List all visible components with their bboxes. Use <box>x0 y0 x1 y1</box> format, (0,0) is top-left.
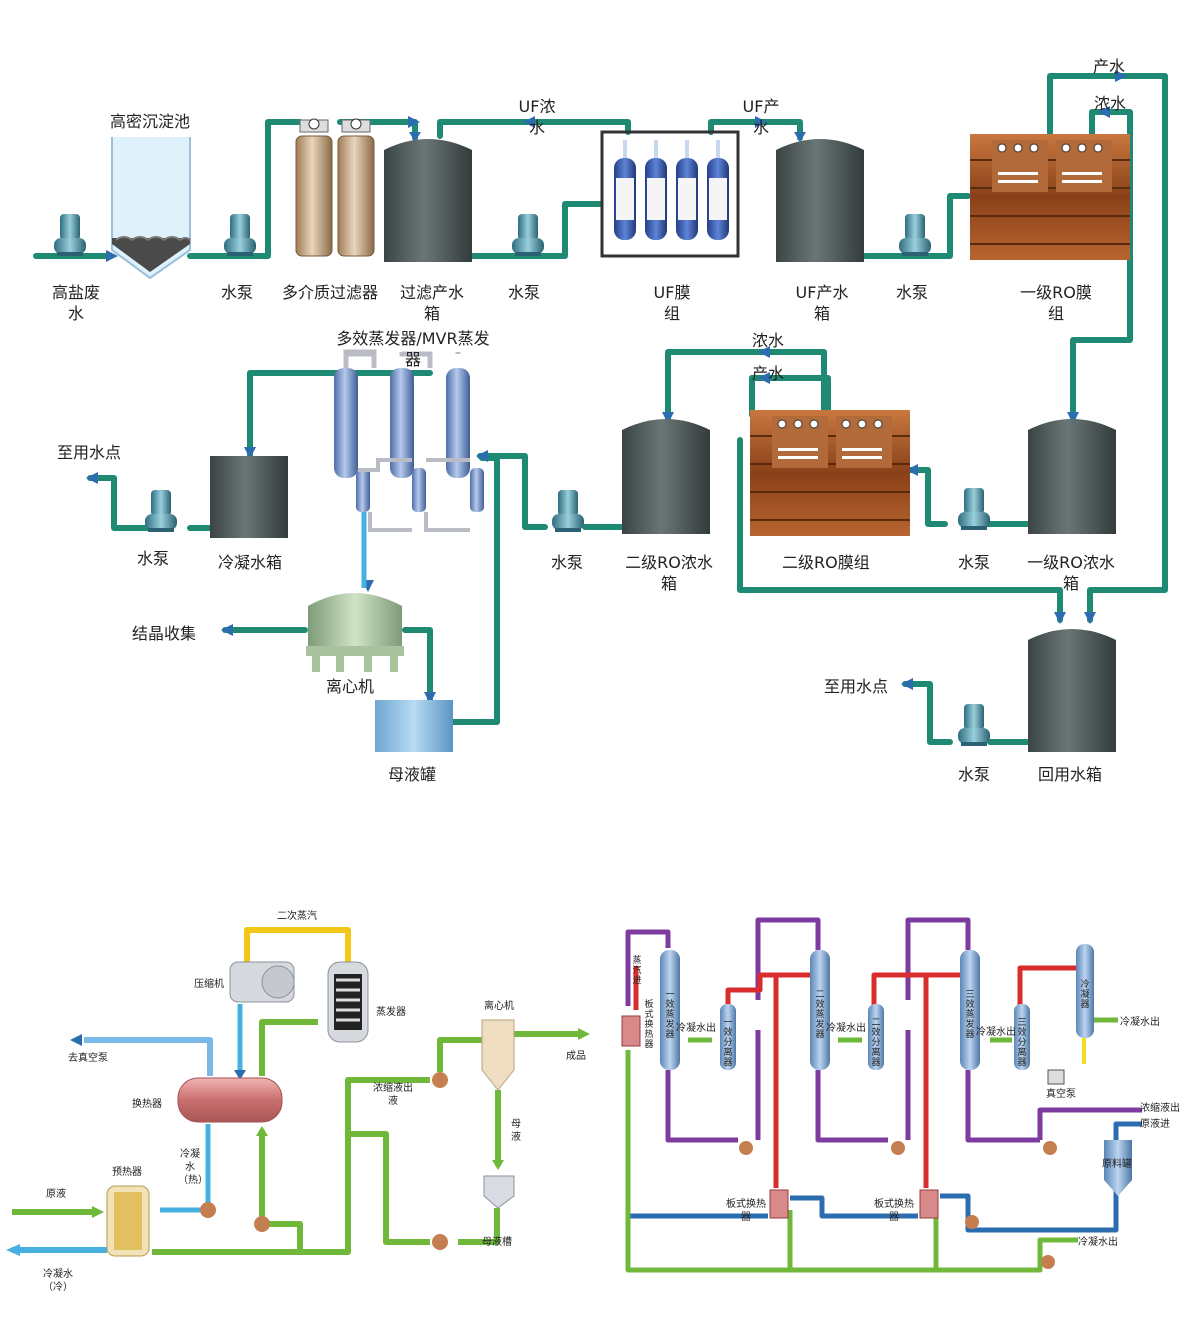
label-mvr-product: 成品 <box>566 1051 586 1062</box>
label-me-cond-out-1: 冷凝水出 <box>676 1023 716 1034</box>
label-mvr-evaporator: 蒸发器 <box>376 1007 406 1018</box>
label-uf-prod: UF产水 <box>742 97 780 137</box>
label-mm-filter: 多介质过滤器 <box>282 283 379 302</box>
label-me-cond-out-3: 冷凝水出 <box>976 1027 1016 1038</box>
label-sed-tank: 高密沉淀池 <box>110 112 191 131</box>
label-conc-water-1: 浓水 <box>1094 94 1127 113</box>
label-me-raw-tank: 原料罐 <box>1102 1159 1132 1170</box>
label-mvr-mother: 母液 <box>511 1119 521 1143</box>
label-raw-water: 高盐废水 <box>52 283 101 323</box>
label-pump-4: 水泵 <box>137 549 170 568</box>
label-mvr-compressor: 压缩机 <box>194 979 224 990</box>
uf-membrane-rack <box>600 130 740 258</box>
label-me-condenser: 冷凝器 <box>1080 980 1090 1010</box>
label-me-effect2: 二效蒸发器 <box>815 990 825 1040</box>
label-me-steam-in: 蒸汽进 <box>632 956 642 986</box>
label-pump-3: 水泵 <box>896 283 929 302</box>
label-ro1-conc-tank: 一级RO浓水箱 <box>1027 553 1115 593</box>
label-ro2-conc-tank: 二级RO浓水箱 <box>625 553 713 593</box>
storage-tanks <box>210 139 1116 752</box>
label-me-effect3: 三效蒸发器 <box>965 990 975 1040</box>
label-me-cond-out-4: 冷凝水出 <box>1120 1017 1160 1028</box>
label-me-conc-out: 浓缩液出 <box>1140 1103 1180 1114</box>
label-me-raw-in: 原液进 <box>1140 1119 1170 1130</box>
label-me-sep2: 二效分离器 <box>871 1018 881 1068</box>
label-pump-2: 水泵 <box>508 283 541 302</box>
label-mvr-conc-out: 浓缩液出液 <box>373 1083 413 1107</box>
top-pipes <box>33 73 1168 745</box>
label-cond-tank: 冷凝水箱 <box>218 553 283 572</box>
label-product-water-1: 产水 <box>1093 57 1126 76</box>
label-mvr-centrifuge: 离心机 <box>484 1001 514 1012</box>
label-mother-tank: 母液罐 <box>388 765 437 784</box>
top-evaporator <box>334 349 484 588</box>
flow-arrows <box>86 70 1127 704</box>
label-filter-tank: 过滤产水箱 <box>399 283 464 323</box>
label-ro1-group: 一级RO膜组 <box>1020 283 1092 323</box>
label-mvr-mother-tank: 母液槽 <box>482 1237 512 1248</box>
pump-icons <box>54 214 990 746</box>
label-me-plate-hx-3: 板式换热器 <box>874 1199 914 1223</box>
label-to-use-2: 至用水点 <box>824 677 889 696</box>
label-me-cond-out-2: 冷凝水出 <box>826 1023 866 1034</box>
label-me-vacuum: 真空泵 <box>1046 1089 1076 1100</box>
multi-pipes <box>625 917 1142 1273</box>
label-uf-membrane: UF膜组 <box>653 283 691 323</box>
label-me-sep1: 一效分离器 <box>723 1018 733 1068</box>
label-mvr-cond-cold: 冷凝水（冷） <box>43 1269 73 1293</box>
label-uf-tank: UF产水箱 <box>795 283 849 323</box>
multi-equipment <box>621 944 1132 1269</box>
label-mvr-vacuum: 去真空泵 <box>68 1053 108 1064</box>
label-pump-7: 水泵 <box>958 765 991 784</box>
label-ro2-group: 二级RO膜组 <box>782 553 870 572</box>
label-to-use-1: 至用水点 <box>57 443 122 462</box>
label-reuse-tank: 回用水箱 <box>1038 765 1103 784</box>
label-me-plate-hx-1: 板式换热器 <box>644 1000 654 1050</box>
label-me-cond-out-5: 冷凝水出 <box>1078 1237 1118 1248</box>
mother-liquor-tank-shape <box>375 700 453 752</box>
label-pump-1: 水泵 <box>221 283 254 302</box>
label-mvr-secondary-steam: 二次蒸汽 <box>277 911 317 922</box>
label-me-effect1: 一效蒸发器 <box>665 990 675 1040</box>
label-mvr-preheater: 预热器 <box>112 1167 142 1178</box>
label-centrifuge: 离心机 <box>326 677 375 696</box>
ro1-unit <box>970 134 1130 260</box>
label-mvr-hx: 换热器 <box>132 1099 162 1110</box>
multimedia-filters <box>295 118 375 257</box>
label-crystal: 结晶收集 <box>132 624 197 643</box>
label-evaporator: 多效蒸发器/MVR蒸发器 <box>336 329 490 369</box>
label-uf-conc: UF浓水 <box>518 97 556 137</box>
label-me-sep3: 三效分离器 <box>1017 1018 1027 1068</box>
ro2-unit <box>750 410 910 536</box>
label-mvr-raw: 原液 <box>46 1189 66 1200</box>
label-product-water-2: 产水 <box>752 364 785 383</box>
mvr-arrows <box>6 1028 590 1256</box>
top-centrifuge <box>306 593 404 672</box>
label-me-plate-hx-2: 板式换热器 <box>726 1199 766 1223</box>
label-pump-5: 水泵 <box>551 553 584 572</box>
label-conc-water-2: 浓水 <box>752 331 785 350</box>
sedimentation-tank <box>111 137 191 280</box>
label-pump-6: 水泵 <box>958 553 991 572</box>
label-mvr-cond-hot: 冷凝水（热） <box>178 1149 208 1186</box>
mvr-equipment <box>106 961 515 1257</box>
